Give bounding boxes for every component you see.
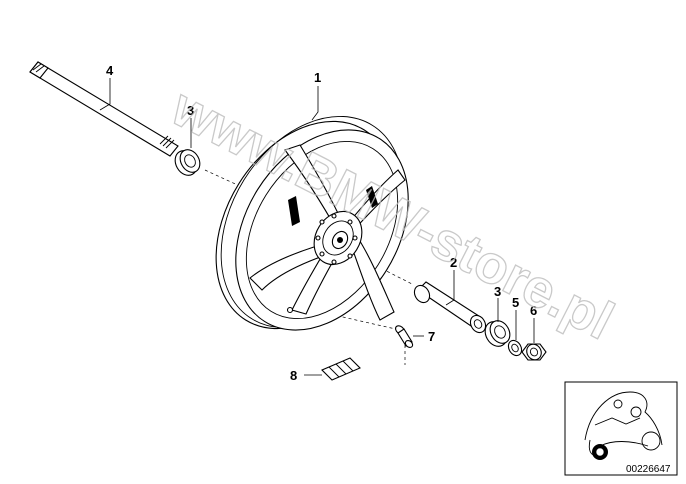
seal-ring-icon — [507, 339, 523, 357]
tire-valve-icon — [395, 325, 414, 348]
balance-weight-icon — [321, 357, 361, 381]
leader-2 — [445, 270, 455, 306]
callout-balance-weight: 8 — [290, 368, 297, 383]
diagram-number: 00226647 — [626, 464, 671, 475]
leader-1 — [311, 86, 319, 121]
callout-wheel: 1 — [314, 70, 321, 85]
wheel-icon — [215, 115, 409, 331]
callout-valve: 7 — [428, 329, 435, 344]
spacer-sleeve-icon — [413, 281, 487, 334]
motorcycle-thumbnail-icon — [564, 381, 678, 476]
callout-bearing-left: 3 — [187, 103, 194, 118]
leader-4 — [99, 78, 111, 111]
bearing-right-icon — [484, 320, 511, 347]
bearing-left-icon — [174, 149, 201, 176]
callout-bearing-right: 3 — [494, 284, 501, 299]
callout-seal-ring: 5 — [512, 295, 519, 310]
callout-axle: 4 — [106, 63, 114, 78]
callout-collar-nut: 6 — [530, 303, 537, 318]
axle-icon — [29, 61, 179, 157]
callout-spacer-sleeve: 2 — [450, 255, 457, 270]
collar-nut-icon — [521, 343, 547, 361]
